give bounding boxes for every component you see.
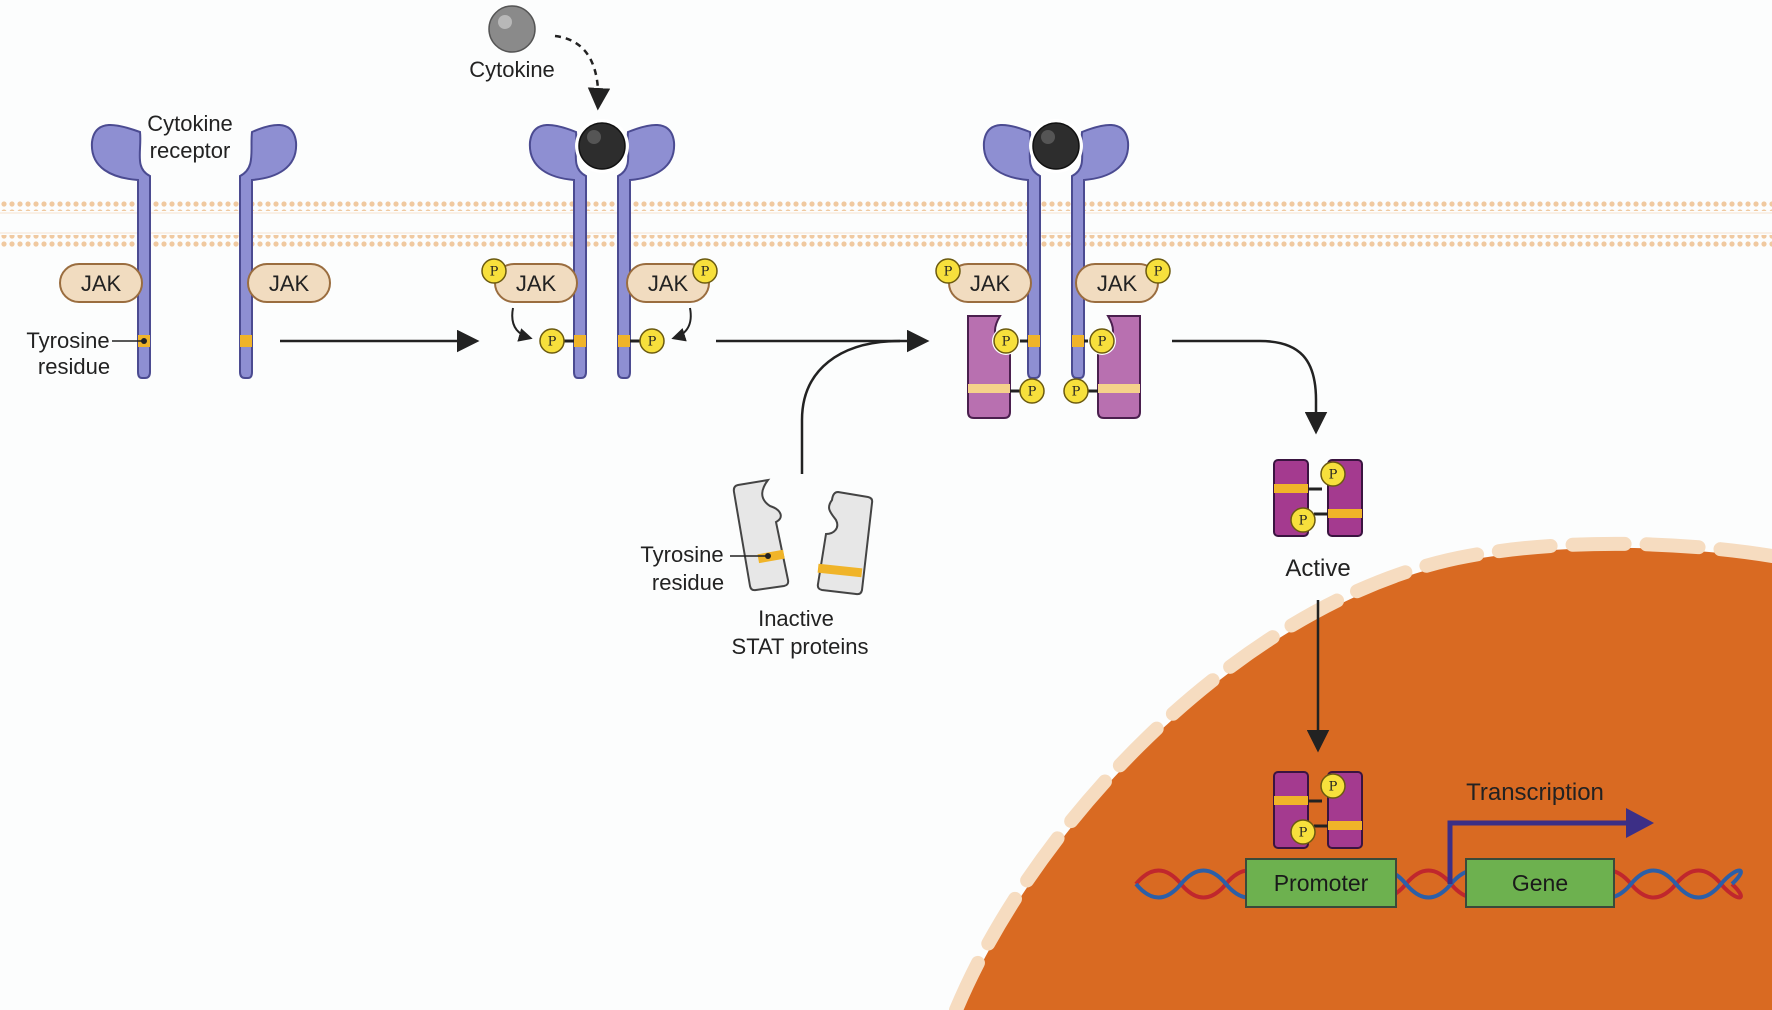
arrow-step-3: [1172, 339, 1328, 435]
phosphate: [539, 328, 565, 354]
receptor-chain-left: [982, 123, 1041, 379]
receptor-chain-left: [528, 123, 587, 379]
inactive-stat-label: Inactive: [758, 606, 834, 631]
phosphate: [1320, 461, 1346, 487]
tyrosine-residue-label: residue: [38, 354, 110, 379]
cytokine-receptor-label: Cytokine: [147, 111, 233, 136]
receptor-chain-right: [239, 123, 298, 379]
receptor-chain-right: [1071, 123, 1130, 379]
phosphate: [1063, 378, 1089, 404]
phosphate: [1145, 258, 1171, 284]
stat-monomer-left: [732, 478, 790, 592]
promoter-box: Promoter: [1245, 858, 1397, 908]
phosphorylation-arrow: [671, 307, 692, 342]
phosphate: [1019, 378, 1045, 404]
tyrosine-marker: [240, 335, 252, 347]
jak-left: JAK: [59, 263, 143, 303]
bound-cytokine: [578, 122, 626, 170]
svg-text:JAK: JAK: [648, 271, 689, 296]
inactive-stat-proteins: Tyrosine residue Inactive STAT proteins: [640, 339, 901, 659]
cell-membrane: [0, 199, 1772, 247]
phosphate: [1089, 328, 1115, 354]
bound-cytokine: [1032, 122, 1080, 170]
jak-right: JAK: [626, 263, 710, 303]
phosphate: [481, 258, 507, 284]
jak-left: JAK: [494, 263, 578, 303]
gene-box: Gene: [1465, 858, 1615, 908]
receptor-chain-left: [90, 123, 151, 379]
recruitment-arrow: [800, 339, 901, 474]
tyrosine-residue-label: Tyrosine: [640, 542, 723, 567]
phosphate: [1290, 507, 1316, 533]
transcription-label: Transcription: [1466, 779, 1604, 806]
svg-text:JAK: JAK: [269, 271, 310, 296]
stage-1-unbound-receptor: JAK JAK Cytokine receptor Tyrosine resid…: [26, 111, 331, 379]
active-label: Active: [1285, 555, 1350, 582]
stat-monomer-right: [816, 490, 874, 596]
stage-2-cytokine-binding: Cytokine JAK JAK: [469, 5, 718, 379]
promoter-label: Promoter: [1274, 870, 1369, 896]
jak-left: JAK: [948, 263, 1032, 303]
phosphate: [1320, 773, 1346, 799]
phosphate: [1290, 819, 1316, 845]
cytokine-label: Cytokine: [469, 57, 555, 82]
phosphorylation-arrow: [511, 307, 533, 342]
svg-text:JAK: JAK: [1097, 271, 1138, 296]
nuclear-envelope: [949, 536, 1772, 1010]
phosphate: [692, 258, 718, 284]
svg-text:JAK: JAK: [970, 271, 1011, 296]
phosphate: [993, 328, 1019, 354]
svg-text:JAK: JAK: [516, 271, 557, 296]
inactive-stat-label: STAT proteins: [732, 634, 869, 659]
transcription-arrowhead: [1626, 808, 1654, 838]
tyrosine-residue-label: residue: [652, 570, 724, 595]
stage-3-stat-docking: JAK JAK: [935, 119, 1171, 419]
nucleus: [949, 536, 1772, 1010]
phosphate: [639, 328, 665, 354]
active-stat-dimer: [1272, 458, 1364, 538]
transcription-start-arrow: [1447, 820, 1632, 884]
jak-right: JAK: [1075, 263, 1159, 303]
phosphate: [935, 258, 961, 284]
gene-label: Gene: [1512, 870, 1568, 896]
receptor-chain-right: [617, 123, 676, 379]
tyrosine-residue-label: Tyrosine: [26, 328, 109, 353]
cytokine-ligand: [488, 5, 536, 53]
cytokine-receptor-label: receptor: [150, 138, 231, 163]
binding-arrow: [554, 34, 611, 111]
jak-right: JAK: [247, 263, 331, 303]
svg-text:JAK: JAK: [81, 271, 122, 296]
